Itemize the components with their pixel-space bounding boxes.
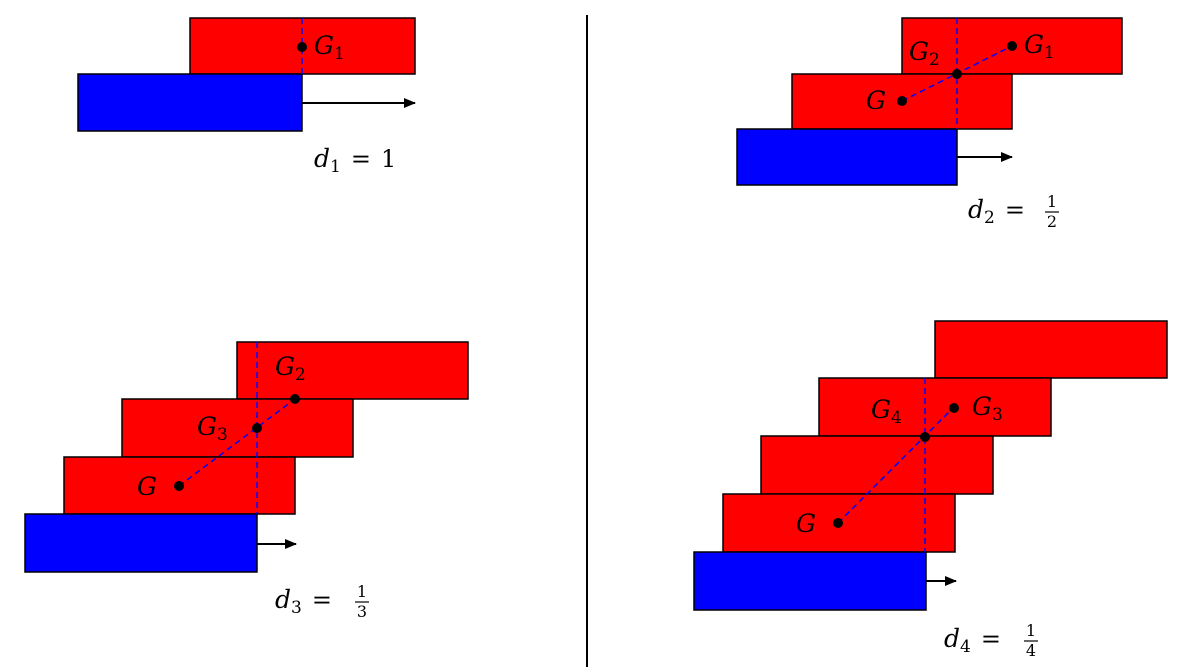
label-g: G bbox=[796, 509, 816, 538]
svg-text:1: 1 bbox=[357, 582, 367, 601]
svg-text:d4=: d4= bbox=[944, 624, 1001, 657]
panel-d1: G1 d1=1 bbox=[77, 17, 416, 177]
blue-block bbox=[693, 551, 927, 611]
panel-d3: G2 G3 G d3= 1 3 bbox=[24, 341, 469, 621]
red-block bbox=[760, 435, 994, 495]
svg-text:4: 4 bbox=[1026, 641, 1036, 660]
svg-text:3: 3 bbox=[357, 602, 367, 621]
center-of-mass-g bbox=[897, 96, 907, 106]
svg-text:1: 1 bbox=[1047, 192, 1057, 211]
center-of-mass-g2 bbox=[290, 394, 300, 404]
red-block bbox=[121, 398, 354, 458]
label-g2: G2 bbox=[909, 37, 940, 70]
red-block bbox=[236, 341, 469, 400]
center-of-mass-g1 bbox=[1007, 41, 1017, 51]
label-g3: G3 bbox=[972, 392, 1003, 425]
label-g3: G3 bbox=[197, 412, 228, 445]
center-of-mass-g bbox=[174, 481, 184, 491]
red-block bbox=[818, 377, 1052, 437]
svg-text:2: 2 bbox=[1047, 212, 1057, 231]
dashed-connector bbox=[178, 398, 296, 487]
center-of-mass-g4 bbox=[920, 432, 930, 442]
svg-text:d3=: d3= bbox=[275, 585, 332, 618]
blue-block bbox=[24, 513, 258, 573]
label-g: G bbox=[866, 86, 886, 115]
label-g: G bbox=[137, 472, 157, 501]
panel-d4: G3 G4 G d4= 1 4 bbox=[693, 320, 1168, 660]
equation-d4: d4= 1 4 bbox=[944, 621, 1038, 660]
label-g1: G1 bbox=[314, 31, 345, 64]
center-of-mass-g2 bbox=[952, 69, 962, 79]
center-of-mass-g3 bbox=[949, 403, 959, 413]
label-g2: G2 bbox=[275, 352, 306, 385]
svg-text:1: 1 bbox=[1026, 621, 1036, 640]
panel-d2: G1 G2 G d2= 1 2 bbox=[736, 17, 1123, 231]
blue-block bbox=[736, 128, 958, 186]
svg-text:d2=: d2= bbox=[968, 195, 1025, 228]
red-block bbox=[791, 73, 1013, 130]
label-g1: G1 bbox=[1024, 30, 1055, 63]
center-of-mass-g bbox=[833, 518, 843, 528]
label-g4: G4 bbox=[871, 395, 902, 428]
blue-block bbox=[77, 73, 303, 132]
equation-d3: d3= 1 3 bbox=[275, 582, 369, 621]
center-of-mass-g1 bbox=[297, 42, 307, 52]
equation-d2: d2= 1 2 bbox=[968, 192, 1059, 231]
center-of-mass-g3 bbox=[252, 423, 262, 433]
equation-d1: d1=1 bbox=[314, 144, 396, 177]
red-block bbox=[934, 320, 1168, 379]
dashed-connector bbox=[837, 406, 955, 524]
